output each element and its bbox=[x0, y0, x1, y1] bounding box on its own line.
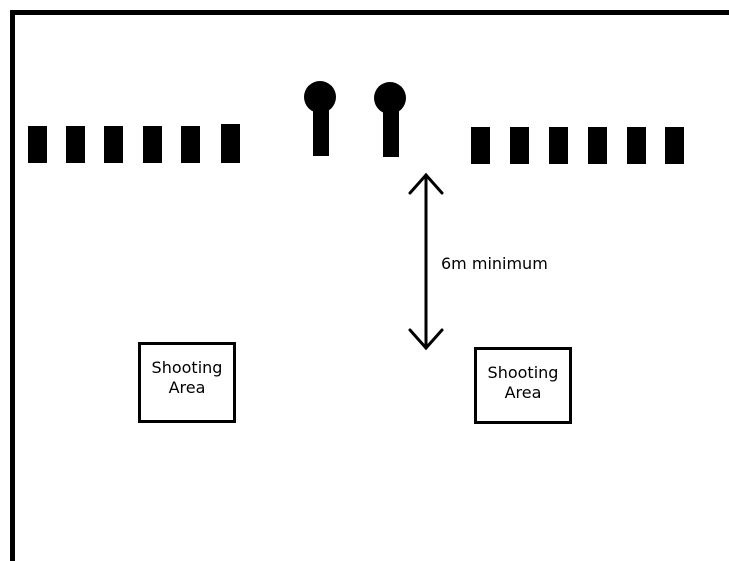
pin-target-left bbox=[304, 81, 336, 156]
left-target-row bbox=[28, 124, 240, 163]
block-target bbox=[510, 127, 529, 164]
shooting-area-right: Shooting Area bbox=[474, 347, 572, 424]
arrow-head-up bbox=[408, 172, 444, 195]
shooting-area-left: Shooting Area bbox=[138, 342, 236, 423]
block-target bbox=[549, 127, 568, 164]
block-target bbox=[221, 124, 240, 163]
block-target bbox=[104, 126, 123, 163]
distance-label: 6m minimum bbox=[441, 254, 548, 273]
pin-targets bbox=[304, 81, 406, 157]
block-target bbox=[471, 127, 490, 164]
distance-arrow bbox=[408, 172, 444, 351]
shooting-area-label: Shooting Area bbox=[487, 363, 559, 402]
block-target bbox=[181, 126, 200, 163]
block-target bbox=[665, 127, 684, 164]
pin-target-right bbox=[374, 82, 406, 157]
arrow-head-down bbox=[408, 328, 444, 351]
block-target bbox=[588, 127, 607, 164]
block-target bbox=[28, 126, 47, 163]
block-target bbox=[66, 126, 85, 163]
shooting-area-label: Shooting Area bbox=[151, 358, 223, 397]
right-target-row bbox=[471, 127, 684, 164]
block-target bbox=[627, 127, 646, 164]
block-target bbox=[143, 126, 162, 163]
